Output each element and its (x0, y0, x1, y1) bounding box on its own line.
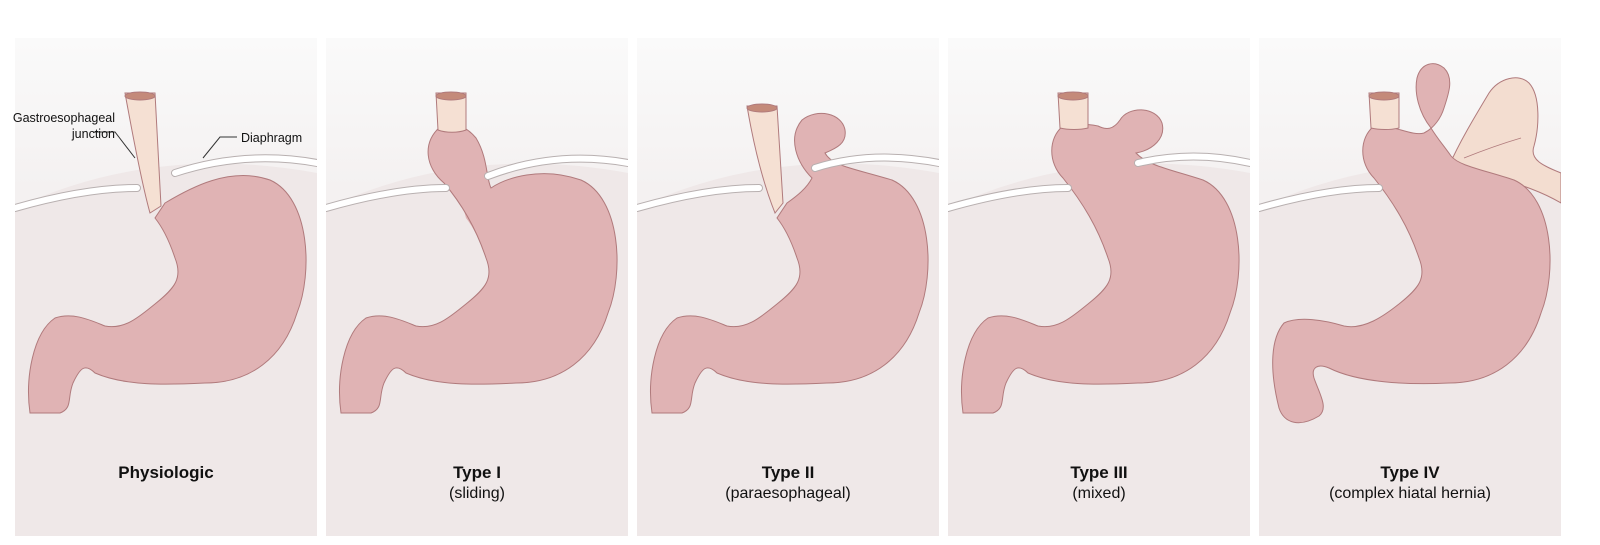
panel-type-ii: Type II (paraesophageal) (637, 38, 939, 536)
panel-caption: Type II (paraesophageal) (637, 462, 939, 504)
stomach (28, 175, 307, 414)
diaphragm-right-fill (485, 155, 628, 179)
panel-subtitle: (complex hiatal hernia) (1329, 485, 1491, 502)
panel-subtitle: (paraesophageal) (725, 485, 851, 502)
panel-type-iii: Type III (mixed) (948, 38, 1250, 536)
complex-illustration (1259, 63, 1561, 536)
esophagus (746, 105, 784, 214)
stomach-with-fundus-hernia (650, 112, 929, 414)
diaphragm-left-fill (637, 185, 762, 211)
diaphragm-left-fill (326, 185, 449, 211)
panel-subtitle: (mixed) (1072, 485, 1126, 502)
stomach-complex-hernia (1272, 63, 1551, 424)
panel-physiologic: Gastroesophageal junction Diaphragm Phys… (13, 38, 317, 536)
ge-junction-leader (93, 131, 136, 159)
panel-title: Type II (761, 463, 815, 482)
esophagus-lumen (746, 103, 778, 113)
ge-junction-label: Gastroesophageal junction (10, 110, 115, 142)
panel-title: Type III (1070, 463, 1128, 482)
esophagus (1057, 92, 1089, 130)
esophagus-lumen (1368, 91, 1400, 101)
panel-caption: Type I (sliding) (326, 462, 628, 504)
diaphragm-right-fill (1135, 153, 1250, 166)
esophagus-lumen (124, 91, 156, 101)
ge-junction-line2: junction (71, 127, 115, 141)
diaphragm-label: Diaphragm (241, 131, 303, 145)
esophagus (435, 92, 467, 133)
panel-title: Type I (453, 463, 501, 482)
panel-type-iv: Type IV (complex hiatal hernia) (1259, 38, 1561, 536)
esophagus (1368, 92, 1400, 130)
stomach-mixed-hernia (961, 109, 1240, 414)
physiologic-illustration (15, 91, 317, 536)
mixed-illustration (948, 91, 1250, 536)
panel-title: Physiologic (118, 463, 214, 482)
diaphragm-right-fill (812, 154, 939, 171)
sliding-illustration (326, 91, 628, 536)
panel-caption: Physiologic (15, 462, 317, 483)
panel-title: Type IV (1380, 463, 1440, 482)
paraesophageal-illustration (637, 103, 939, 536)
esophagus-lumen (435, 91, 467, 101)
diaphragm-left-fill (15, 185, 140, 211)
panel-type-i: Type I (sliding) (326, 38, 628, 536)
herniated-organ-fold (1463, 137, 1522, 159)
panel-caption: Type IV (complex hiatal hernia) (1259, 462, 1561, 504)
esophagus (124, 92, 162, 214)
panel-caption: Type III (mixed) (948, 462, 1250, 504)
panel-subtitle: (sliding) (448, 485, 505, 502)
esophagus-lumen (1057, 91, 1089, 101)
ge-junction-line1: Gastroesophageal (12, 111, 115, 125)
stomach (339, 124, 618, 414)
diaphragm-right-fill (172, 155, 317, 176)
diaphragm-left-fill (948, 185, 1071, 211)
diaphragm-left-fill (1259, 185, 1382, 211)
diaphragm-leader (202, 136, 237, 159)
